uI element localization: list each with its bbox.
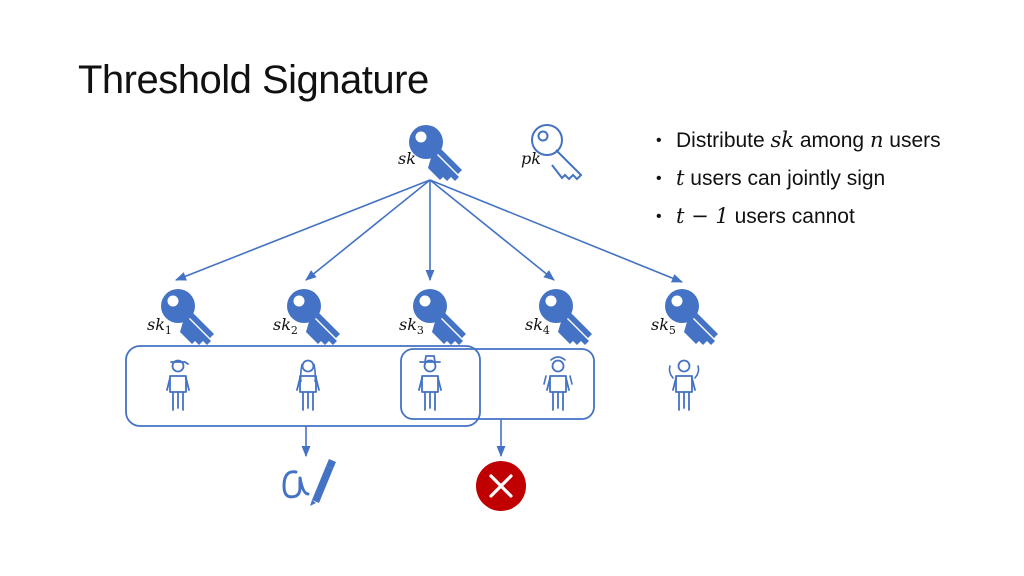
- share-key-label: sk4: [525, 315, 550, 337]
- user-icon: [668, 359, 700, 411]
- signing-group-box: [125, 345, 481, 427]
- share-arrow: [429, 179, 555, 281]
- user-icon: [418, 355, 442, 411]
- slide-title: Threshold Signature: [78, 58, 429, 102]
- share-arrow: [429, 179, 684, 283]
- signature-pen-icon: [282, 459, 336, 506]
- user-icon: [543, 356, 573, 411]
- user-icon: [166, 359, 190, 411]
- bullet-item: •Distribute sk among n users: [656, 128, 941, 152]
- bullet-list: •Distribute sk among n users •t users ca…: [656, 126, 941, 240]
- public-key-label: pk: [521, 149, 541, 168]
- insufficient-group-box: [400, 348, 595, 420]
- user-icon: [296, 359, 320, 411]
- share-arrow: [305, 179, 431, 281]
- cross-icon: [476, 461, 526, 511]
- bullet-item: •t users can jointly sign: [656, 166, 886, 190]
- share-key-label: sk1: [147, 315, 172, 337]
- secret-key-label: sk: [398, 149, 416, 168]
- secret-key-icon: [409, 125, 462, 181]
- bullet-item: •t − 1 users cannot: [656, 204, 855, 228]
- share-key-label: sk3: [399, 315, 424, 337]
- share-key-label: sk5: [651, 315, 676, 337]
- share-key-label: sk2: [273, 315, 298, 337]
- share-arrow: [174, 179, 431, 281]
